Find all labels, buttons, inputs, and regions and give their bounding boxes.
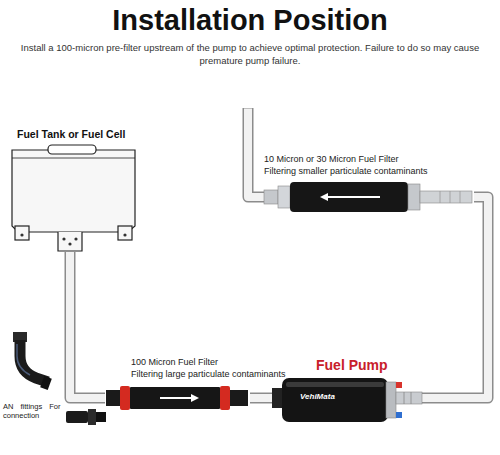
- coarse-fuel-filter: 100 Micron Fuel FilterFiltering large pa…: [105, 356, 250, 412]
- node-label: 100 Micron Fuel FilterFiltering large pa…: [131, 356, 286, 380]
- node-label: Fuel Pump: [316, 357, 388, 374]
- hose-core: [248, 109, 268, 198]
- filter-hex: [278, 186, 290, 208]
- tank-opening: [48, 145, 96, 154]
- filter-collar: [408, 184, 420, 210]
- pump-terminal: [396, 382, 402, 388]
- fuel-pump: Fuel Pump: [272, 357, 422, 424]
- pump-collar: [386, 382, 396, 418]
- filter-ring: [220, 386, 230, 410]
- part-caption: 10 Micron or 30 Micron Fuel Filter: [264, 153, 428, 165]
- filter-stem: [420, 191, 472, 203]
- hose-outline: [250, 393, 272, 404]
- flow-arrow-head: [320, 193, 328, 201]
- hose-core: [250, 394, 272, 402]
- elbow-an-fitting: [13, 332, 52, 390]
- outlet-ribs: [404, 392, 411, 404]
- hose-core: [422, 197, 488, 398]
- hose-outline: [70, 252, 105, 398]
- pump-highlight: [286, 382, 384, 387]
- stem-ribs: [440, 191, 460, 203]
- tank-body: [12, 150, 135, 232]
- fitting-socket: [40, 376, 52, 390]
- pump-outlet: [396, 392, 422, 404]
- filter-body: [290, 182, 408, 212]
- fuel-tank-drawing: [12, 145, 135, 251]
- part-caption: Filtering smaller particulate contaminan…: [264, 165, 428, 177]
- coarse-filter-drawing: [106, 386, 248, 410]
- tank-bracket: [15, 226, 29, 240]
- fitting-body: [66, 411, 88, 423]
- sump-hole: [74, 237, 77, 240]
- fitting-nut: [88, 409, 96, 425]
- pump-terminal: [396, 412, 402, 418]
- straight-an-fitting: [66, 409, 106, 425]
- filter-ring: [120, 386, 130, 410]
- fitting-highlight: [17, 344, 30, 375]
- filter-body: [130, 387, 220, 409]
- fuel-tank: Fuel Tank or Fuel Cell: [5, 128, 140, 252]
- subtitle-note: Install a 100-micron pre-filter upstream…: [15, 41, 485, 67]
- fuel-hose: [250, 398, 272, 399]
- sump-hole: [62, 237, 65, 240]
- fitting-elbow: [20, 340, 48, 382]
- fine-fuel-filter: 10 Micron or 30 Micron Fuel FilterFilter…: [262, 153, 474, 214]
- bracket-hole: [123, 233, 126, 236]
- tank-sump: [58, 232, 82, 251]
- filter-fitting: [264, 190, 278, 204]
- sump-hole: [68, 242, 71, 245]
- pump-body: [282, 378, 388, 422]
- brand-mark: VehiMata: [300, 392, 360, 402]
- part-caption: Filtering large particulate contaminants: [131, 368, 286, 380]
- fuel-hose: [422, 197, 488, 398]
- fitting-tip: [96, 412, 106, 422]
- bracket-hole: [20, 233, 23, 236]
- hose-outline: [248, 108, 268, 197]
- fuel-hose: [70, 252, 105, 398]
- tank-bracket: [118, 226, 132, 240]
- outlet-hose: [248, 108, 268, 197]
- filter-fitting: [106, 390, 120, 406]
- hose-core: [70, 252, 105, 398]
- flow-arrow: [326, 196, 380, 198]
- node-label: Fuel Tank or Fuel Cell: [17, 128, 125, 141]
- fine-filter-drawing: [264, 182, 472, 212]
- node-label: 10 Micron or 30 Micron Fuel FilterFilter…: [264, 153, 428, 177]
- part-heading: Fuel Tank or Fuel Cell: [17, 128, 125, 141]
- fitting-note: AN fittings For connection: [3, 402, 61, 420]
- title: Installation Position: [0, 3, 500, 37]
- part-name: Fuel Pump: [316, 357, 388, 374]
- filter-fitting: [230, 390, 248, 406]
- fuel-pump-drawing: [272, 378, 422, 422]
- hose-outline: [422, 197, 488, 398]
- flow-arrow-head: [191, 394, 199, 402]
- part-caption: 100 Micron Fuel Filter: [131, 356, 286, 368]
- flow-arrow: [160, 397, 194, 399]
- tank-edge: [12, 158, 135, 159]
